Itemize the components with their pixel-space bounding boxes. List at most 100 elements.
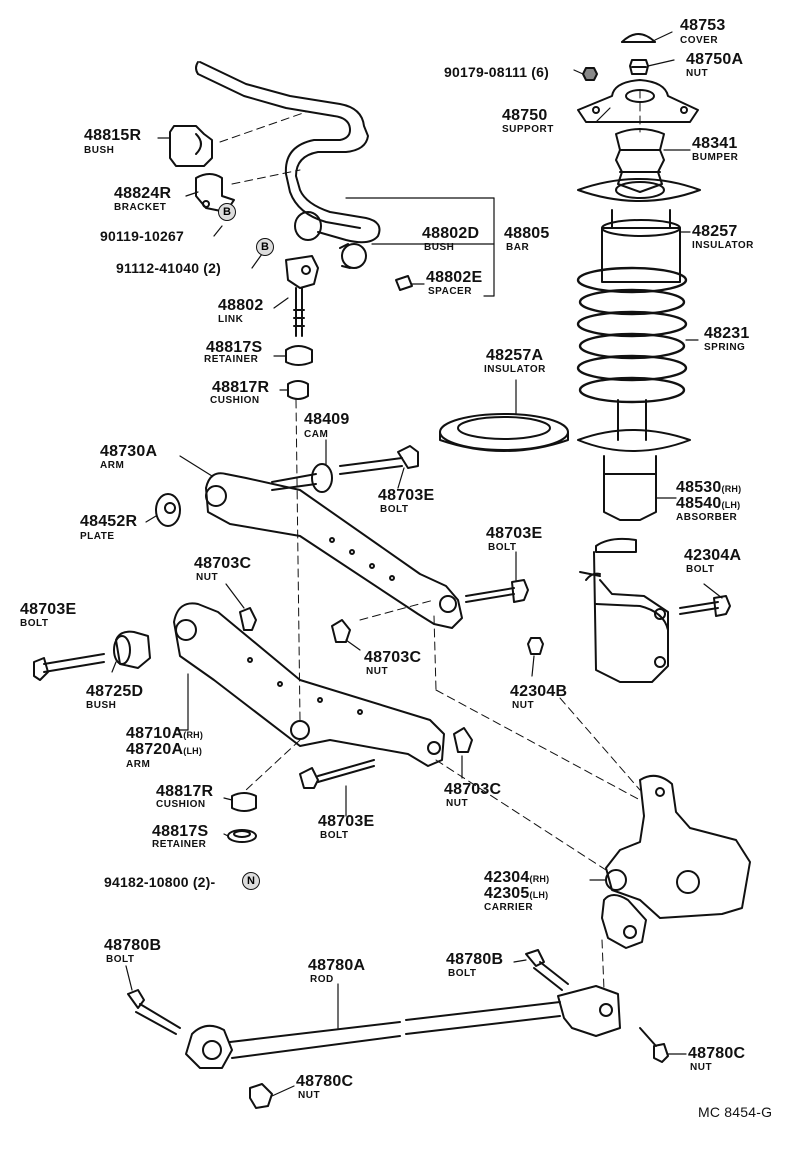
label-48780A: 48780A (308, 957, 366, 974)
nut-48780C-a-part (639, 1027, 669, 1063)
label-48341: 48341 (692, 135, 738, 152)
label-48703C-c: 48703C (444, 781, 502, 798)
label-48802-name: LINK (218, 314, 244, 325)
label-48703E-c: 48703E (20, 601, 77, 618)
retainer-48817S-bot-part (227, 829, 257, 843)
bolt-48780B-b-part (525, 949, 569, 991)
label-48530-name: ABSORBER (676, 512, 738, 523)
cushion-48817R-bot-part (231, 792, 257, 812)
support-part (577, 79, 699, 123)
nut-48780C-b-part (249, 1083, 273, 1109)
retainer-48817S-top-part (285, 345, 313, 366)
label-48750A-name: NUT (686, 68, 709, 79)
label-48257A: 48257A (486, 347, 544, 364)
leader-lines (111, 31, 723, 1097)
label-42304A: 42304A (684, 547, 742, 564)
bush-48725D-part (113, 630, 151, 669)
label-48780B-a: 48780B (104, 937, 162, 954)
label-48257A-name: INSULATOR (484, 364, 546, 375)
label-48257-name: INSULATOR (692, 240, 754, 251)
label-48725D: 48725D (86, 683, 144, 700)
arm-48710A-part (173, 602, 445, 767)
label-48703C-b-name: NUT (366, 666, 389, 677)
label-48703E-d: 48703E (318, 813, 375, 830)
label-48805: 48805 (504, 225, 550, 242)
label-48530: 48530(RH) (676, 479, 742, 496)
circle-mark-n: N (242, 872, 260, 890)
stabilizer-bar-part (195, 61, 381, 244)
label-42304: 42304(RH) (484, 869, 550, 886)
label-90179: 90179-08111 (6) (444, 64, 549, 80)
label-48817R-bot-name: CUSHION (156, 799, 206, 810)
label-48730A: 48730A (100, 443, 158, 460)
label-91112: 91112-41040 (2) (116, 260, 221, 276)
label-48817R-top-name: CUSHION (210, 395, 260, 406)
label-48750-name: SUPPORT (502, 124, 554, 135)
label-48703C-a-name: NUT (196, 572, 219, 583)
nut-48703C-c-part (453, 727, 473, 753)
label-48817R-top: 48817R (212, 379, 270, 396)
circle-mark-b-2: B (256, 238, 274, 256)
label-48703E-b-name: BOLT (488, 542, 517, 553)
label-48720A-name: ARM (126, 759, 151, 770)
label-48817R-bot: 48817R (156, 783, 214, 800)
cover-part (621, 33, 656, 43)
bumper-part (615, 128, 665, 193)
carrier-part (601, 774, 751, 949)
label-48257: 48257 (692, 223, 738, 240)
bolt-48703E-a-part (339, 445, 419, 475)
link-48802-part (285, 255, 319, 337)
label-48780B-b: 48780B (446, 951, 504, 968)
label-48540: 48540(LH) (676, 495, 741, 512)
nut-42304B-part (527, 637, 544, 655)
label-48753: 48753 (680, 17, 726, 34)
bolt-48703E-b-part (465, 579, 529, 603)
label-48802E: 48802E (426, 269, 483, 286)
label-94182: 94182-10800 (2)- (104, 874, 216, 890)
coil-spring-part (576, 266, 688, 404)
label-48703E-a: 48703E (378, 487, 435, 504)
label-42305: 42305(LH) (484, 885, 549, 902)
label-42304B: 42304B (510, 683, 568, 700)
absorber-lower-part (579, 537, 669, 683)
label-48780C-a-name: NUT (690, 1062, 713, 1073)
label-48802E-name: SPACER (428, 286, 472, 297)
label-48780C-b: 48780C (296, 1073, 354, 1090)
label-48703E-c-name: BOLT (20, 618, 49, 629)
label-42304-name: CARRIER (484, 902, 534, 913)
plate-48452R-part (155, 493, 181, 527)
label-48703C-c-name: NUT (446, 798, 469, 809)
bush-48815R-part (169, 125, 213, 167)
label-48750A: 48750A (686, 51, 744, 68)
bolt-42304A-part (679, 595, 731, 617)
label-48231: 48231 (704, 325, 750, 342)
label-48780C-a: 48780C (688, 1045, 746, 1062)
bush-48802D-part (294, 211, 367, 269)
label-48802D-name: BUSH (424, 242, 455, 253)
label-48753-name: COVER (680, 35, 719, 46)
label-48703C-a: 48703C (194, 555, 252, 572)
label-48409-name: CAM (304, 429, 329, 440)
label-48452R-name: PLATE (80, 531, 115, 542)
cam-48409-part (271, 463, 333, 493)
bolt-48703E-d-part (299, 759, 375, 789)
label-90119: 90119-10267 (100, 228, 184, 244)
label-42304A-name: BOLT (686, 564, 715, 575)
arm-48730A-part (205, 472, 463, 629)
circle-mark-b-1: B (218, 203, 236, 221)
label-48341-name: BUMPER (692, 152, 739, 163)
label-48780B-a-name: BOLT (106, 954, 135, 965)
label-48725D-name: BUSH (86, 700, 117, 711)
label-48730A-name: ARM (100, 460, 125, 471)
insulator-lower-part (439, 413, 569, 452)
nut-48750A-part (629, 59, 649, 75)
insulator-upper-seat-part (577, 178, 701, 202)
label-48780B-b-name: BOLT (448, 968, 477, 979)
label-48409: 48409 (304, 411, 350, 428)
bolt-48703E-c-part (33, 653, 105, 681)
label-48817S-bot: 48817S (152, 823, 209, 840)
rod-48780A-part (185, 985, 621, 1069)
label-48805-name: BAR (506, 242, 530, 253)
label-48750: 48750 (502, 107, 548, 124)
